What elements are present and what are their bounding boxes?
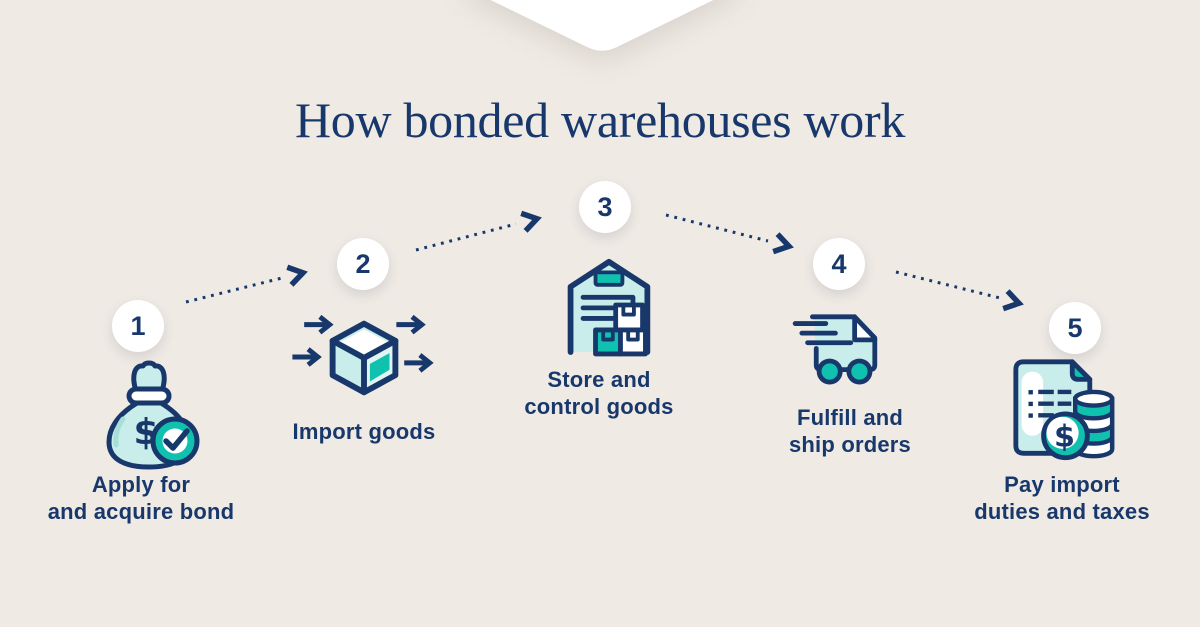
money-bag-check-icon: $ xyxy=(106,360,200,470)
page-title: How bonded warehouses work xyxy=(294,92,906,148)
step-2-label: Import goods xyxy=(292,419,436,444)
top-notch-decoration xyxy=(490,0,714,51)
import-cube-arrows-icon xyxy=(292,314,434,396)
step-3-label: Store and control goods xyxy=(524,367,674,419)
step-4-number-badge: 4 xyxy=(813,238,865,290)
step-5-label: Pay import duties and taxes xyxy=(974,472,1150,524)
connector-arrow-2-3 xyxy=(415,210,542,252)
connector-arrow-4-5 xyxy=(895,270,1024,312)
dollar-glyph: $ xyxy=(1054,419,1075,454)
step-3-number-badge: 3 xyxy=(579,181,631,233)
step-1-number-badge: 1 xyxy=(112,300,164,352)
delivery-truck-icon xyxy=(792,314,878,385)
connector-arrow-3-4 xyxy=(665,213,794,255)
invoice-coins-icon: $ xyxy=(1013,359,1115,461)
step-4-label: Fulfill and ship orders xyxy=(788,405,911,457)
warehouse-icon xyxy=(567,258,651,357)
step-2-number-badge: 2 xyxy=(337,238,389,290)
step-1-label: Apply for and acquire bond xyxy=(47,472,235,524)
step-5-number-badge: 5 xyxy=(1049,302,1101,354)
connector-arrow-1-2 xyxy=(185,264,308,304)
